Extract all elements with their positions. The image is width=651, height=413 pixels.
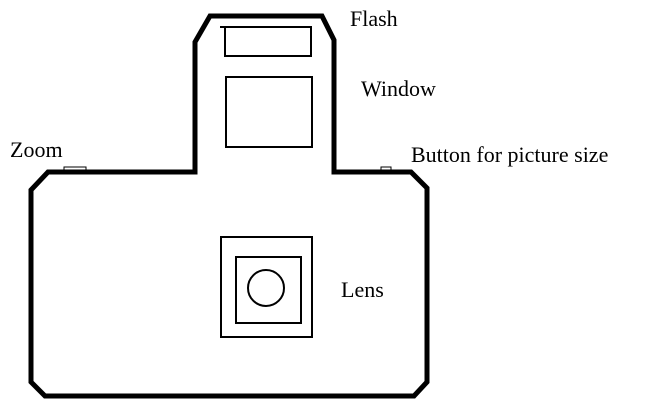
lens-circle: [247, 269, 285, 307]
window-rect: [225, 76, 313, 148]
zoom-label: Zoom: [10, 137, 63, 162]
lens-inner-frame: [235, 256, 302, 324]
camera-body-outline: [28, 13, 430, 399]
picture-size-label: Button for picture size: [411, 142, 608, 167]
lens-outer-frame: [220, 236, 313, 338]
lens-label: Lens: [341, 277, 384, 302]
flash-rect: [224, 26, 312, 57]
window-label: Window: [361, 76, 436, 101]
flash-label: Flash: [350, 6, 398, 31]
zoom-control: [63, 166, 87, 173]
picture-size-button: [380, 166, 392, 173]
